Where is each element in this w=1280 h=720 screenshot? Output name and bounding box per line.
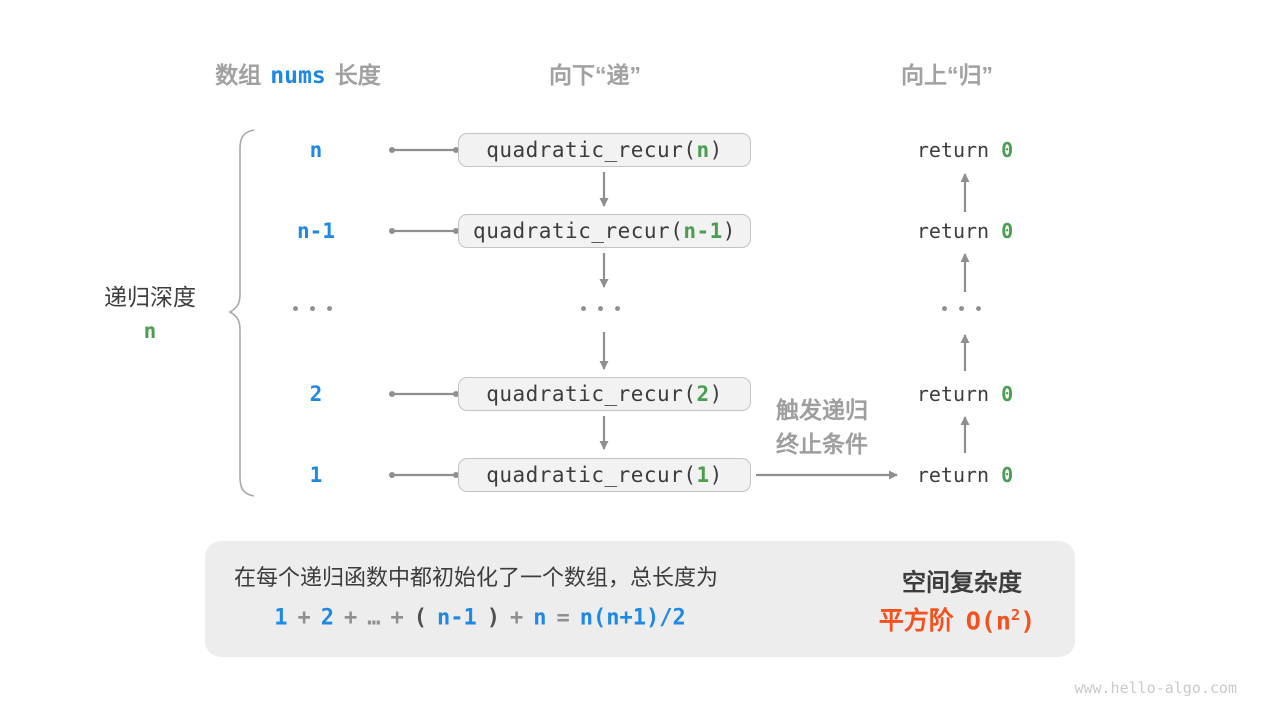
return-statement-n-1: return 0 (917, 219, 1013, 243)
return-keyword: return (916, 138, 990, 162)
call-arg: n (696, 138, 710, 162)
call-text-2: quadratic_recur(2) (486, 382, 723, 406)
return-keyword: return (916, 219, 990, 243)
return-value: 0 (1001, 463, 1014, 487)
call-text-1: quadratic_recur(1) (486, 463, 723, 487)
call-box-n: quadratic_recur(n) (458, 133, 751, 167)
column-header-descend: 向下“递” (549, 56, 641, 90)
formula-token: ( (413, 605, 428, 631)
return-value: 0 (1001, 219, 1014, 243)
connector-lines (392, 148, 970, 480)
formula-token: … (367, 605, 381, 631)
formula-token: 1 (274, 605, 288, 631)
return-statement-2: return 0 (917, 382, 1013, 406)
formula-token: n (533, 605, 547, 631)
complexity-value: 平方阶 O(n2) (879, 601, 1036, 637)
formula-token: + (344, 605, 358, 631)
call-suffix: ) (709, 138, 723, 162)
formula-token: n(n+1)/2 (579, 605, 686, 631)
call-prefix: quadratic_recur( (486, 382, 697, 406)
call-prefix: quadratic_recur( (486, 138, 697, 162)
depth-label-2: 2 (309, 382, 323, 406)
watermark: www.hello-algo.com (1074, 679, 1237, 697)
call-suffix: ) (722, 219, 736, 243)
call-text-n-1: quadratic_recur(n-1) (473, 219, 736, 243)
depth-value: n (143, 319, 157, 343)
complexity-class: 平方阶 (878, 607, 954, 635)
complexity-title: 空间复杂度 (902, 569, 1022, 597)
call-box-n-1: quadratic_recur(n-1) (458, 214, 751, 248)
big-o-notation: O(n2) (965, 605, 1036, 635)
return-keyword: return (916, 382, 990, 406)
depth-title: 递归深度 (104, 284, 196, 310)
call-arg: 1 (696, 463, 710, 487)
call-prefix: quadratic_recur( (473, 219, 684, 243)
call-ellipsis: ••• (578, 300, 630, 320)
array-name: nums (270, 63, 326, 89)
call-suffix: ) (709, 382, 723, 406)
formula-token: ) (486, 605, 501, 631)
column-header-array: 数组 nums 长度 (215, 56, 380, 90)
array-label-suffix: 长度 (334, 62, 381, 88)
call-text-n: quadratic_recur(n) (486, 138, 723, 162)
formula-token: = (556, 605, 570, 631)
ascend-label: 向上“归” (901, 62, 993, 88)
depth-label-n-1: n-1 (297, 219, 335, 243)
formula-token: + (297, 605, 311, 631)
depth-ellipsis: ••• (290, 300, 342, 320)
return-ellipsis: ••• (939, 300, 991, 320)
depth-label-1: 1 (309, 463, 323, 487)
call-arg: 2 (696, 382, 710, 406)
formula-token: n-1 (437, 605, 477, 631)
summary-panel (205, 541, 1075, 657)
descend-label: 向下“递” (549, 62, 641, 88)
summary-formula: 1 + 2 + … + ( n-1 ) + n = n(n+1)/2 (274, 606, 685, 631)
call-arg: n-1 (683, 219, 723, 243)
call-box-2: quadratic_recur(2) (458, 377, 751, 411)
call-suffix: ) (709, 463, 723, 487)
summary-description: 在每个递归函数中都初始化了一个数组，总长度为 (233, 565, 719, 590)
connector-dots (389, 147, 459, 478)
trigger-note-line1: 触发递归 (776, 397, 868, 423)
depth-brace (228, 129, 255, 497)
call-box-1: quadratic_recur(1) (458, 458, 751, 492)
call-prefix: quadratic_recur( (486, 463, 697, 487)
column-header-ascend: 向上“归” (901, 56, 993, 90)
return-value: 0 (1001, 382, 1014, 406)
return-statement-n: return 0 (917, 138, 1013, 162)
return-value: 0 (1001, 138, 1014, 162)
formula-token: 2 (320, 605, 335, 631)
formula-token: + (510, 605, 524, 631)
depth-label-n: n (309, 138, 323, 162)
formula-token: + (390, 605, 404, 631)
return-keyword: return (916, 463, 990, 487)
return-statement-1: return 0 (917, 463, 1013, 487)
array-label-prefix: 数组 (215, 62, 262, 88)
trigger-note-line2: 终止条件 (776, 431, 868, 457)
